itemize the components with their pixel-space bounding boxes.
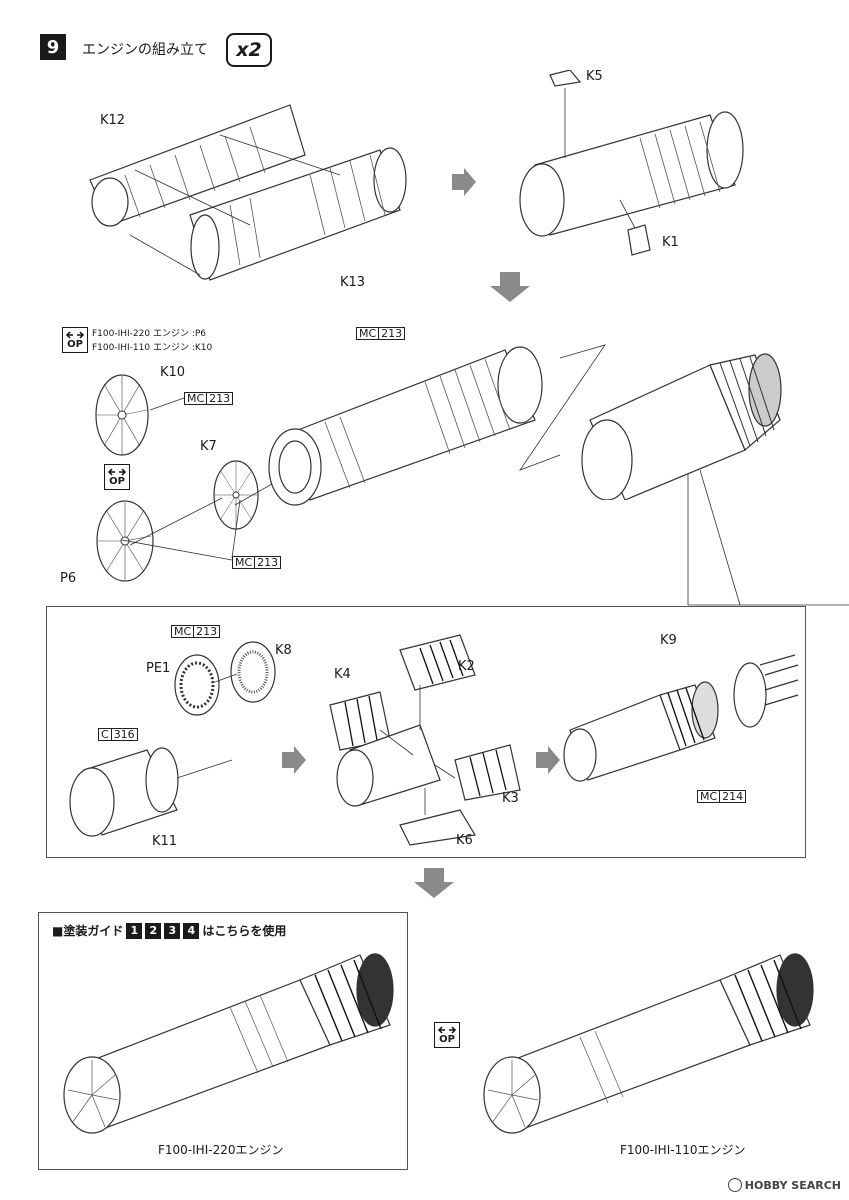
nozzle-assembly-drawing [581,353,782,500]
part-label-k6: K6 [456,833,473,848]
arrow-right-icon [536,746,560,774]
part-label-k1: K1 [662,235,679,250]
fan-k10-drawing [95,374,149,456]
fan-k7-drawing [213,460,259,530]
hobby-search-logo-icon [727,1178,742,1192]
part-label-k5: K5 [586,69,603,84]
paint-scheme-number: 2 [145,922,162,939]
sub-assembly-panel [46,606,806,858]
arrow-down-icon [414,868,454,898]
arrow-right-icon [282,746,306,774]
part-label-k8: K8 [275,643,292,658]
arrow-down-icon [490,272,530,302]
paint-guide-heading: ■塗装ガイド 1 2 3 4 はこちらを使用 [52,922,287,939]
part-label-k3: K3 [502,791,519,806]
caption-engine-110: F100-IHI-110エンジン [620,1143,746,1157]
variant-note-220: F100-IHI-220 エンジン :P6 [92,329,207,339]
part-label-k7: K7 [200,439,217,454]
paint-scheme-number: 1 [126,922,143,939]
tube-k11-drawing [69,747,233,837]
part-label-pe1: PE1 [146,661,171,676]
paint-guide-panel [38,912,408,1170]
option-badge-icon: OP [434,1022,460,1048]
paint-scheme-number: 3 [164,922,181,939]
step-title: エンジンの組み立て [82,42,208,58]
engine-halves-drawing [89,104,407,281]
engine-assembly-drawing [268,346,543,506]
fan-pe1-k8-drawing [174,641,276,716]
engine-220-complete-drawing [63,953,394,1134]
part-label-k12: K12 [100,113,126,128]
variant-note-110: F100-IHI-110 エンジン :K10 [92,343,213,353]
part-label-k9: K9 [660,633,677,648]
option-badge-icon: OP [104,464,130,490]
part-label-k4: K4 [334,667,351,682]
caption-engine-220: F100-IHI-220エンジン [158,1143,284,1157]
quantity-badge: x2 [226,33,272,67]
fan-p6-drawing [96,500,154,582]
watermark: HOBBY SEARCH [727,1178,841,1192]
step-number-badge: 9 [40,34,66,60]
part-label-k11: K11 [152,834,178,849]
part-label-k10: K10 [160,365,186,380]
part-label-k2: K2 [458,659,475,674]
flaps-assembly-drawing [329,634,521,846]
nozzle-k9-drawing [563,654,799,782]
engine-core-drawing [519,70,744,256]
arrow-right-icon [452,168,476,196]
paint-scheme-number: 4 [183,922,200,939]
option-badge-icon: OP [62,327,88,353]
part-label-p6: P6 [60,571,77,586]
engine-110-complete-drawing [483,953,814,1134]
part-label-k13: K13 [340,275,366,290]
